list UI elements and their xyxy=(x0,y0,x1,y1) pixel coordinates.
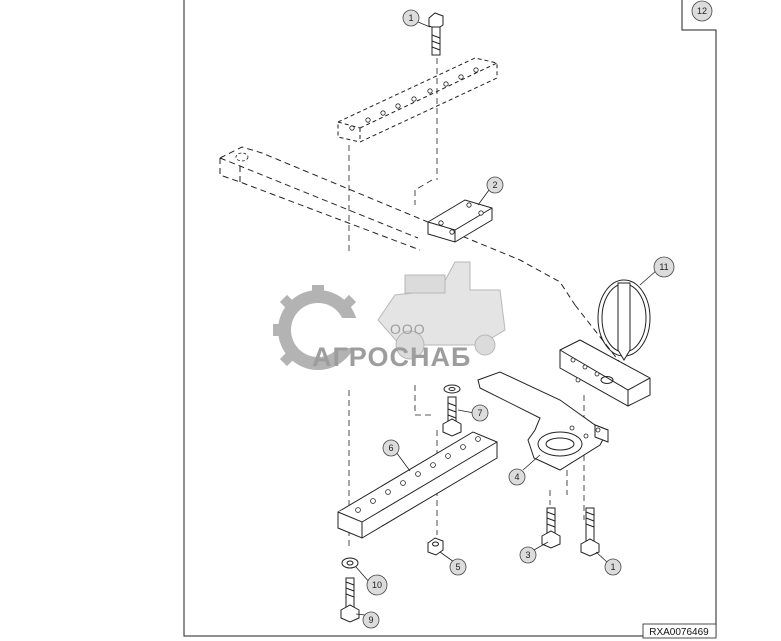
drawbar-eye-hole xyxy=(235,152,249,162)
reference-code: RXA0076469 xyxy=(649,627,709,638)
top-plate xyxy=(337,57,498,143)
bottom-plate-holes xyxy=(355,436,481,513)
sheet-number-badge: 12 xyxy=(691,0,713,22)
callout-11: 11 xyxy=(653,256,675,278)
svg-text:1: 1 xyxy=(408,13,413,23)
drawbar-end-holes xyxy=(570,357,600,383)
washer-10 xyxy=(341,557,359,569)
svg-text:5: 5 xyxy=(455,562,460,572)
callout-10: 10 xyxy=(366,574,388,596)
bottom-plate xyxy=(337,431,498,539)
callout-2: 2 xyxy=(486,176,504,194)
svg-text:11: 11 xyxy=(659,262,668,272)
callout-9: 9 xyxy=(362,611,380,629)
nut-5 xyxy=(427,537,444,556)
svg-text:3: 3 xyxy=(525,550,530,560)
drawbar-end-block xyxy=(559,339,651,407)
small-plate xyxy=(427,199,493,243)
small-plate-holes xyxy=(438,202,484,235)
svg-text:7: 7 xyxy=(477,408,482,418)
callout-1-bottom: 1 xyxy=(604,558,622,576)
callout-1-top: 1 xyxy=(402,9,420,27)
callout-4: 4 xyxy=(508,468,526,486)
svg-text:9: 9 xyxy=(368,615,373,625)
gear-logo-icon xyxy=(273,285,388,370)
top-plate-holes xyxy=(349,67,479,131)
watermark-brand: АГРОСНАБ xyxy=(312,342,471,372)
drawbar-frame xyxy=(219,146,641,389)
bolt-7 xyxy=(442,396,462,437)
callout-leaders xyxy=(355,21,658,616)
watermark-prefix: ООО xyxy=(390,321,426,337)
callout-6: 6 xyxy=(382,439,400,457)
washer-top xyxy=(443,384,461,394)
bolt-3 xyxy=(541,507,561,549)
lock-pin xyxy=(597,279,651,361)
svg-text:6: 6 xyxy=(388,443,393,453)
callout-3: 3 xyxy=(519,546,537,564)
agrosnab-watermark: ООО АГРОСНАБ xyxy=(273,261,506,372)
callout-7: 7 xyxy=(471,404,489,422)
svg-text:1: 1 xyxy=(610,562,615,572)
sheet-number: 12 xyxy=(697,6,707,16)
bolt-1-lower xyxy=(580,507,600,557)
callout-5: 5 xyxy=(449,558,467,576)
clevis-bracket xyxy=(477,371,609,471)
svg-text:2: 2 xyxy=(492,180,497,190)
svg-text:10: 10 xyxy=(372,580,382,590)
harvester-icon xyxy=(377,261,506,360)
top-bolt xyxy=(428,12,444,56)
diagram-frame xyxy=(183,0,717,637)
bolt-9 xyxy=(340,577,360,623)
svg-text:4: 4 xyxy=(514,472,519,482)
bracket-holes xyxy=(569,425,601,439)
reference-code-box: RXA0076469 xyxy=(642,623,717,639)
